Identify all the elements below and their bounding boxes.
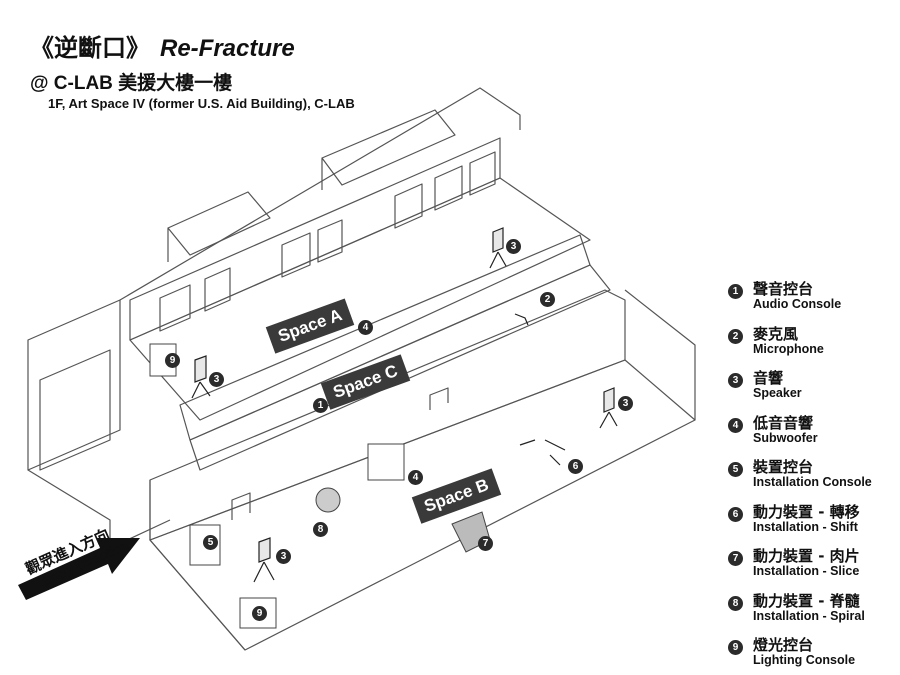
outer-wall-left <box>27 299 121 471</box>
annex-right <box>321 109 456 190</box>
legend-number-badge: 7 <box>728 551 743 566</box>
legend-label-zh: 麥克風 <box>753 324 799 343</box>
marker-6-installation-shift: 6 <box>568 459 583 474</box>
legend-label-zh: 低音音響 <box>753 413 814 432</box>
legend-number-badge: 9 <box>728 640 743 655</box>
marker-7-installation-slice: 7 <box>478 536 493 551</box>
installation-shift-shape <box>519 439 566 466</box>
subwoofer-box <box>367 443 405 481</box>
legend-label-en: Installation Console <box>753 475 872 489</box>
legend-label-zh: 音響 <box>753 369 784 387</box>
marker-3-speaker: 3 <box>209 372 224 387</box>
marker-5-installation-console: 5 <box>203 535 218 550</box>
legend-number-badge: 1 <box>728 284 743 299</box>
marker-9-lighting-console: 9 <box>165 353 180 368</box>
legend-label-en: Installation - Slice <box>753 564 860 578</box>
legend-label-en: Lighting Console <box>753 653 856 667</box>
legend-number-badge: 4 <box>728 417 743 433</box>
speaker-a-left <box>191 355 211 399</box>
legend-label-zh: 動力裝置 - 轉移 <box>753 502 860 521</box>
speaker-b-right <box>599 387 618 429</box>
title-en: Re-Fracture <box>160 35 295 62</box>
entry-arrow <box>18 538 140 600</box>
marker-1-audio-console: 1 <box>313 398 328 413</box>
title-zh: 《逆斷口》 <box>30 34 150 62</box>
marker-3-speaker: 3 <box>506 239 521 254</box>
legend-label-en: Speaker <box>753 386 802 400</box>
microphone-stand <box>514 313 529 326</box>
marker-4-subwoofer: 4 <box>408 470 423 485</box>
windows <box>159 151 496 332</box>
annex-left <box>167 191 271 262</box>
space-b-right-wall <box>624 289 696 420</box>
marker-2-microphone: 2 <box>540 292 555 307</box>
space-b-front-wall <box>149 480 246 651</box>
page-title: 《逆斷口》 Re-Fracture <box>30 28 295 63</box>
legend-label-en: Subwoofer <box>753 430 818 445</box>
marker-8-installation-spiral: 8 <box>313 522 328 537</box>
legend-number-badge: 6 <box>728 506 743 522</box>
legend-label-en: Installation - Spiral <box>753 608 865 623</box>
speaker-b-left <box>253 537 275 583</box>
legend-label-zh: 燈光控台 <box>753 636 814 654</box>
marker-3-speaker: 3 <box>276 549 291 564</box>
marker-4-subwoofer: 4 <box>358 320 373 335</box>
legend-label-zh: 聲音控台 <box>753 280 814 298</box>
venue-address: 1F, Art Space IV (former U.S. Aid Buildi… <box>48 96 355 111</box>
installation-spiral-shape <box>315 487 341 513</box>
legend-number-badge: 3 <box>728 373 743 388</box>
left-room <box>39 349 111 471</box>
marker-9-lighting-console: 9 <box>252 606 267 621</box>
legend-label-zh: 動力裝置 - 肉片 <box>753 547 860 565</box>
marker-3-speaker: 3 <box>618 396 633 411</box>
legend-label-en: Installation - Shift <box>753 519 858 534</box>
legend-number-badge: 8 <box>728 595 743 611</box>
legend-label-zh: 動力裝置 - 脊髓 <box>753 591 860 610</box>
legend-number-badge: 5 <box>728 462 743 477</box>
legend-label-en: Microphone <box>753 341 824 356</box>
venue-title: @ C-LAB 美援大樓一樓 <box>30 73 233 94</box>
legend-label-en: Audio Console <box>753 297 842 311</box>
speaker-a-right <box>489 227 507 269</box>
outer-wall-back <box>119 87 521 301</box>
legend-label-zh: 裝置控台 <box>753 458 814 476</box>
space-a-floor <box>129 177 591 421</box>
partition-c-b <box>149 289 626 541</box>
legend-number-badge: 2 <box>728 328 743 344</box>
partition-a-c <box>179 234 591 441</box>
